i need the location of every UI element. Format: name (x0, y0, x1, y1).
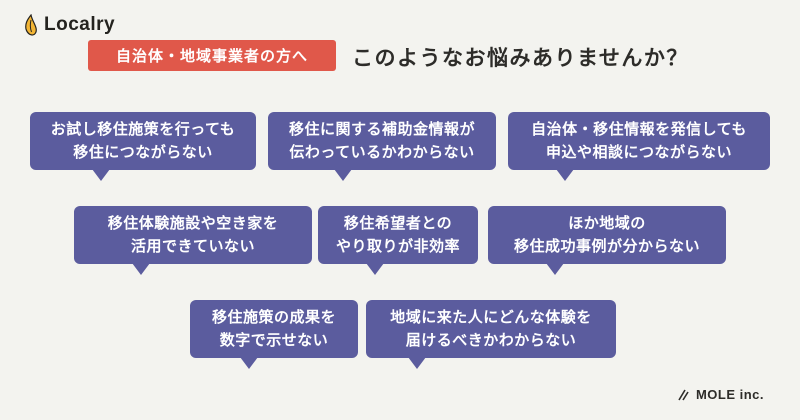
bubble-line: 数字で示せない (219, 332, 329, 349)
bubble-line: 地域に来た人にどんな体験を (390, 308, 592, 326)
bubble-tail (334, 169, 352, 181)
bubble-line: 届けるべきかわからない (405, 332, 577, 349)
bubble-line: 活用できていない (130, 238, 255, 255)
bubble-line: やり取りが非効率 (335, 238, 460, 255)
bubble-line: 移住に関する補助金情報が (288, 120, 475, 138)
bubble-line: 申込や相談につながらない (545, 144, 732, 161)
bubble-tail (366, 263, 384, 275)
speech-bubble-1: お試し移住施策を行っても 移住につながらない (30, 112, 256, 181)
bubble-line: 移住希望者との (343, 214, 453, 232)
bubble-line: 伝わっているかわからない (289, 144, 475, 161)
speech-bubble-8: 地域に来た人にどんな体験を 届けるべきかわからない (366, 300, 616, 369)
localry-flame-icon (25, 14, 37, 36)
bubble-tail (546, 263, 564, 275)
logo-text: Localry (44, 14, 116, 35)
speech-bubble-2: 移住に関する補助金情報が 伝わっているかわからない (268, 112, 496, 181)
bubble-tail (240, 357, 258, 369)
company-name: MOLE inc. (695, 387, 764, 402)
bubble-tail (408, 357, 426, 369)
audience-badge: 自治体・地域事業者の方へ (88, 40, 336, 71)
bubble-line: 移住体験施設や空き家を (107, 214, 279, 232)
bubble-line: 自治体・移住情報を発信しても (531, 120, 747, 138)
speech-bubble-7: 移住施策の成果を 数字で示せない (190, 300, 358, 369)
bubble-tail (556, 169, 574, 181)
company-logo: MOLE inc. (676, 387, 764, 402)
speech-bubble-6: ほか地域の 移住成功事例が分からない (488, 206, 726, 275)
speech-bubble-5: 移住希望者との やり取りが非効率 (318, 206, 478, 275)
bubble-line: 移住施策の成果を (211, 308, 336, 326)
speech-bubble-4: 移住体験施設や空き家を 活用できていない (74, 206, 312, 275)
bubble-line: 移住成功事例が分からない (513, 238, 700, 255)
page-title: このようなお悩みありませんか？ (352, 47, 689, 70)
bubble-line: 移住につながらない (73, 144, 213, 161)
bubble-tail (132, 263, 150, 275)
speech-bubble-3: 自治体・移住情報を発信しても 申込や相談につながらない (508, 112, 770, 181)
mole-logo-icon (678, 389, 689, 400)
bubble-line: ほか地域の (568, 214, 646, 232)
bubble-line: お試し移住施策を行っても (50, 120, 236, 138)
bubble-tail (92, 169, 110, 181)
localry-logo: Localry (22, 14, 115, 36)
